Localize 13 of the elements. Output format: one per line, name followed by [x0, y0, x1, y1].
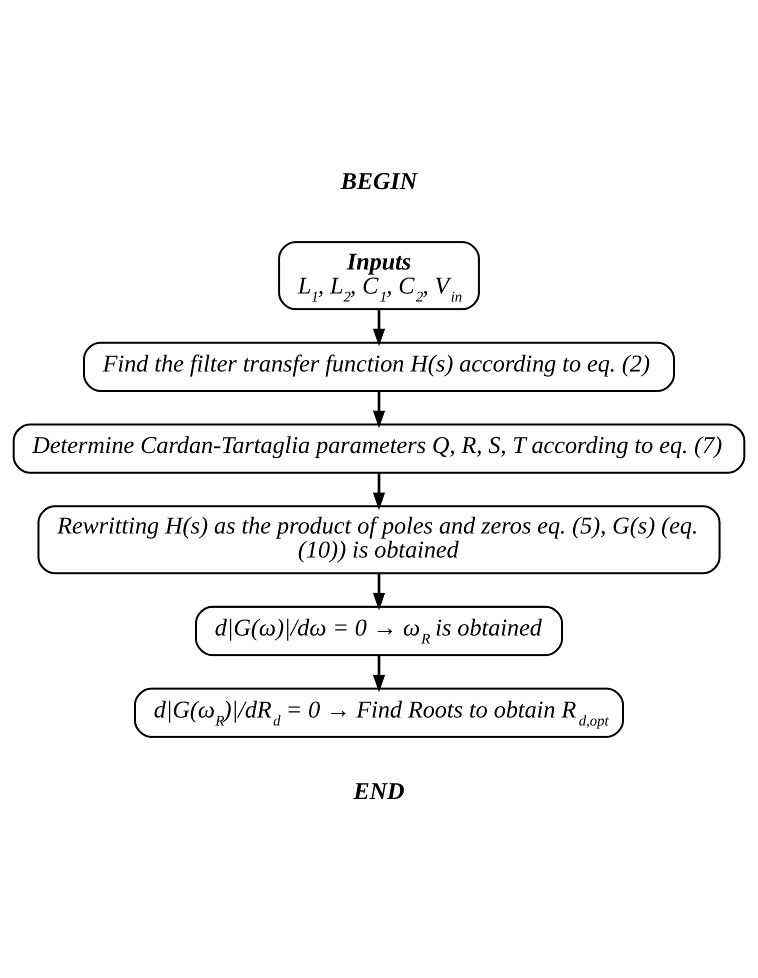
arrow — [372, 654, 386, 692]
label: END — [354, 778, 404, 805]
label: BEGIN — [340, 168, 418, 195]
node-box: Determine Cardan-Tartaglia parameters Q, R, S, T according to eq. (7) — [12, 422, 746, 474]
arrow — [372, 308, 386, 346]
node-box: Rewritting H(s) as the product of poles and zeros eq. (5), G(s) (eq. (10)) is obtained — [37, 504, 721, 574]
node-box: Inputs L$_{1}$, L$_{2}$, C$_{1}$, C$_{2}$, V$_{in}$ — [278, 240, 480, 310]
arrow — [372, 472, 386, 510]
node-box: Find the filter transfer function H(s) according to eq. (2) — [83, 341, 675, 392]
node-box: d|G(ω)|/dω = 0 → ω$_{R}$ is obtained — [195, 605, 563, 656]
arrow — [372, 573, 386, 610]
node-box: d|G(ω$_{R}$)|/dR$_{d}$ = 0 → Find Roots to obtain R$_{d,opt}$ — [134, 687, 624, 738]
arrow — [372, 390, 386, 428]
